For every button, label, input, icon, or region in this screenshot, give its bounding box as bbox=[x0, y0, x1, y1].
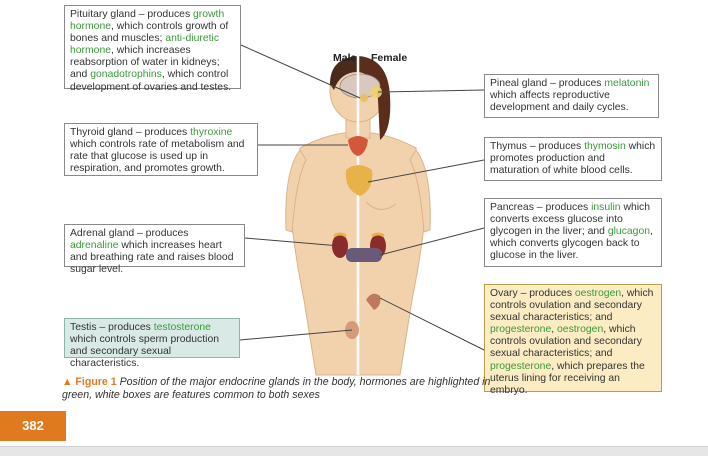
male-header: Male bbox=[333, 52, 357, 64]
hormone-name: growth hormone bbox=[70, 9, 225, 33]
hormone-name: anti-diuretic hormone bbox=[70, 33, 220, 57]
box-text: , bbox=[551, 324, 558, 336]
pituitary-box: Pituitary gland – produces growth hormon… bbox=[64, 5, 241, 93]
box-text: , which control development of ovaries a… bbox=[70, 69, 232, 93]
box-text: Ovary – produces bbox=[490, 288, 575, 299]
caption-text: Position of the major endocrine glands i… bbox=[62, 376, 491, 401]
box-text: , which increases reabsorption of water … bbox=[70, 45, 220, 81]
figure-caption: ▲ Figure 1 Position of the major endocri… bbox=[62, 376, 502, 402]
hormone-name: progesterone bbox=[490, 324, 552, 336]
ovary-gland bbox=[366, 293, 381, 310]
page-number: 382 bbox=[0, 411, 66, 441]
hormone-name: testosterone bbox=[153, 322, 211, 333]
box-text: which affects reproductive development a… bbox=[490, 90, 629, 114]
female-header: Female bbox=[371, 52, 408, 64]
box-text: which controls sperm production and seco… bbox=[70, 334, 220, 370]
hormone-name: gonadotrophins bbox=[90, 69, 162, 81]
thyroid-gland bbox=[348, 136, 368, 156]
box-text: , which controls ovulation and secondary… bbox=[490, 288, 654, 324]
pancreas-gland bbox=[346, 248, 382, 262]
hormone-name: oestrogen bbox=[574, 288, 622, 299]
box-text: , which converts glycogen back to glucos… bbox=[490, 226, 653, 262]
box-text: Testis – produces bbox=[70, 322, 154, 333]
box-text: Pancreas – produces bbox=[490, 202, 592, 213]
hormone-name: progesterone bbox=[490, 360, 552, 372]
box-text: which converts excess glucose into glyco… bbox=[490, 202, 651, 238]
pineal-gland bbox=[370, 86, 382, 98]
hormone-name: insulin bbox=[591, 202, 621, 213]
pancreas-box: Pancreas – produces insulin which conver… bbox=[484, 198, 662, 267]
box-text: Adrenal gland – produces bbox=[70, 228, 189, 239]
thymus-gland bbox=[345, 165, 373, 196]
leader-lines bbox=[239, 44, 485, 351]
box-text: Pituitary gland – produces bbox=[70, 9, 194, 20]
thymus-box: Thymus – produces thymosin which promote… bbox=[484, 137, 662, 181]
ovary-box: Ovary – produces oestrogen, which contro… bbox=[484, 284, 662, 396]
box-text: Thymus – produces bbox=[490, 141, 585, 152]
hormone-name: adrenaline bbox=[70, 240, 119, 252]
box-text: , which controls ovulation and secondary… bbox=[490, 324, 642, 360]
box-text: which promotes production and maturation… bbox=[490, 141, 656, 177]
adrenal-box: Adrenal gland – produces adrenaline whic… bbox=[64, 224, 245, 275]
box-text: , which prepares the uterus lining for r… bbox=[490, 360, 645, 396]
hormone-name: melatonin bbox=[604, 78, 650, 89]
hormone-name: thymosin bbox=[584, 141, 626, 152]
figure-label: ▲ Figure 1 bbox=[62, 376, 117, 388]
hormone-name: glucagon bbox=[607, 226, 651, 238]
box-text: , which controls growth of bones and mus… bbox=[70, 21, 229, 45]
testis-box: Testis – produces testosterone which con… bbox=[64, 318, 240, 369]
box-text: Pineal gland – produces bbox=[490, 78, 605, 89]
box-text: Thyroid gland – produces bbox=[70, 127, 191, 138]
bottom-bar bbox=[0, 446, 708, 456]
hormone-name: oestrogen bbox=[557, 324, 604, 336]
box-text: which increases heart and breathing rate… bbox=[70, 240, 234, 276]
box-text: which controls rate of metabolism and ra… bbox=[70, 139, 245, 175]
hormone-name: thyroxine bbox=[190, 127, 233, 138]
thyroid-box: Thyroid gland – produces thyroxine which… bbox=[64, 123, 258, 176]
pineal-box: Pineal gland – produces melatonin which … bbox=[484, 74, 659, 118]
pituitary-gland bbox=[360, 94, 368, 102]
